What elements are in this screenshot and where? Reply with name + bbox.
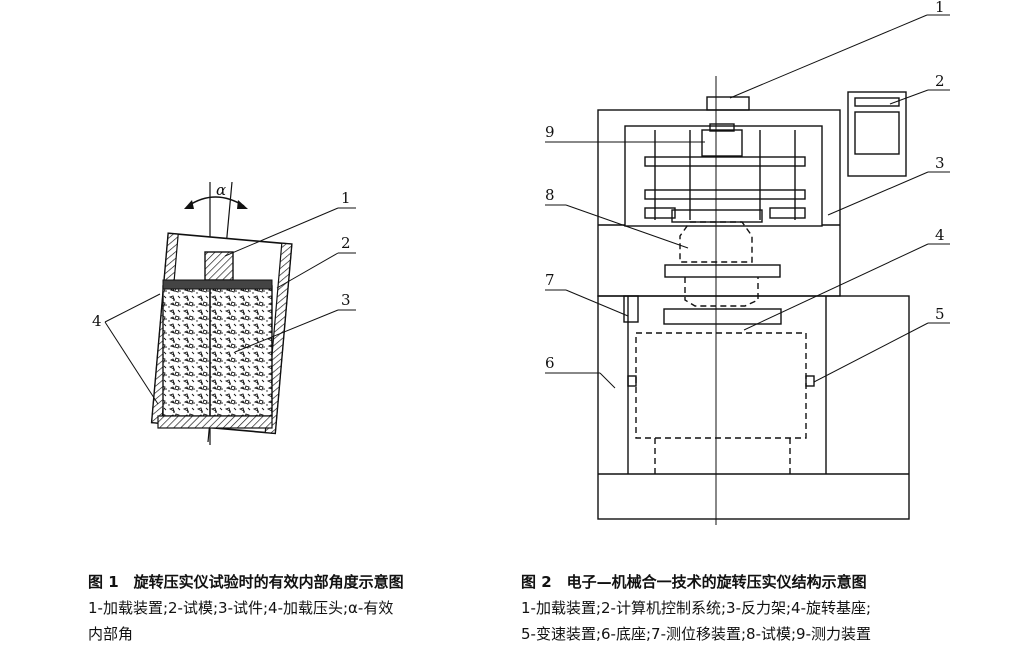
fig2-callout-8: 8 [545, 186, 555, 204]
figure1-caption-title: 图 1 旋转压实仪试验时的有效内部角度示意图 [88, 573, 404, 591]
fig2-callout-2: 2 [935, 72, 945, 90]
rotating-base-4 [663, 308, 782, 325]
top-head [162, 279, 273, 290]
fig1-callout-3: 3 [341, 291, 351, 309]
fig2-callout-1: 1 [935, 0, 945, 16]
fig1-callout-4: 4 [92, 312, 102, 330]
fig1-callout-2: 2 [341, 234, 351, 252]
load-cell-9 [701, 129, 743, 157]
figure2-caption-line1: 1-加载装置;2-计算机控制系统;3-反力架;4-旋转基座; [521, 599, 872, 617]
figure2-caption: 图 2 电子—机械合一技术的旋转压实仪结构示意图 1-加载装置;2-计算机控制系… [521, 569, 1011, 647]
figure2-caption-title: 图 2 电子—机械合一技术的旋转压实仪结构示意图 [521, 573, 867, 591]
loading-device-1 [204, 251, 234, 281]
alpha-label: α [216, 181, 226, 199]
figure2-caption-line2: 5-变速装置;6-底座;7-测位移装置;8-试模;9-测力装置 [521, 625, 871, 643]
computer-2 [847, 91, 907, 177]
bottom-head [157, 415, 273, 429]
fig2-callout-3: 3 [935, 154, 945, 172]
fig2-callout-7: 7 [545, 271, 555, 289]
fig2-callout-5: 5 [935, 305, 945, 323]
base-6 [597, 295, 910, 520]
figure1-caption: 图 1 旋转压实仪试验时的有效内部角度示意图 1-加载装置;2-试模;3-试件;… [88, 569, 468, 647]
figure2-diagram [545, 14, 950, 525]
figure1-caption-line1: 1-加载装置;2-试模;3-试件;4-加载压头;α-有效 [88, 599, 394, 617]
fig1-callout-1: 1 [341, 189, 351, 207]
arc-arrow-right [237, 200, 248, 209]
fig2-callout-4: 4 [935, 226, 945, 244]
loading-device-1 [706, 96, 750, 111]
arc-arrow-left [184, 200, 194, 209]
reaction-frame-3 [597, 109, 841, 297]
figure1-diagram: α 1 2 3 4 [92, 181, 356, 445]
fig2-callout-6: 6 [545, 354, 555, 372]
figure1-caption-line2: 内部角 [88, 625, 134, 643]
specimen-3 [162, 285, 273, 417]
transmission-5 [635, 332, 807, 439]
fig2-callout-9: 9 [545, 123, 555, 141]
